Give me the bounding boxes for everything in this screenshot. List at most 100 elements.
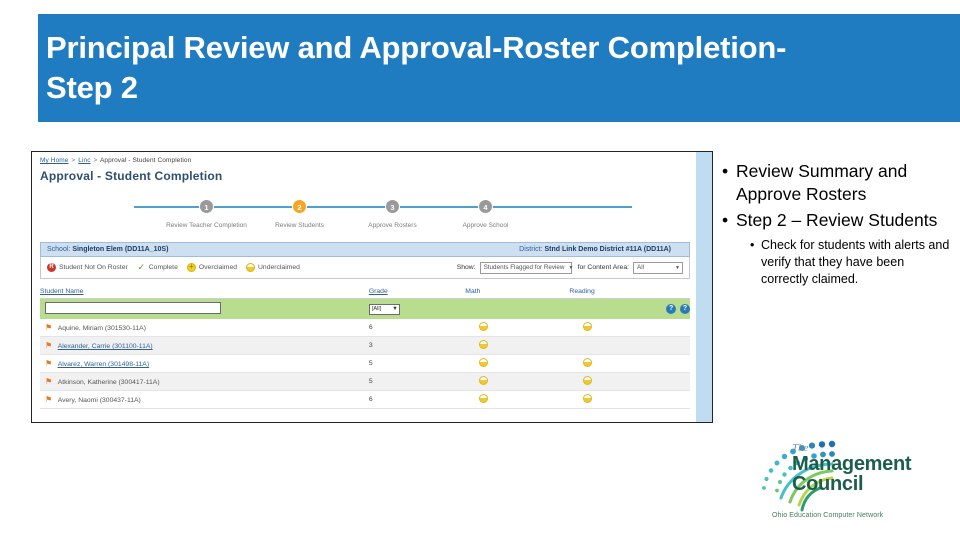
legend-and-filter-bar: R Student Not On Roster ✓ Complete Overc…: [40, 257, 690, 279]
flag-icon: ⚑: [45, 341, 53, 350]
app-screenshot-panel: My Home > Linc > Approval - Student Comp…: [31, 151, 713, 423]
show-dropdown-value: Students Flagged for Review: [483, 264, 565, 271]
check-icon: ✓: [137, 262, 146, 272]
grade-filter-dropdown[interactable]: [All] ▼: [368, 303, 400, 315]
flag-icon: ⚑: [45, 359, 53, 368]
legend-item-complete: ✓ Complete: [137, 262, 177, 272]
student-name[interactable]: Alexander, Carrie (301100-11A): [57, 343, 153, 350]
show-dropdown[interactable]: Students Flagged for Review ▼: [479, 261, 573, 274]
math-filter-cell: [465, 298, 570, 319]
bullet-text: Review Summary and Approve Rosters: [736, 161, 908, 205]
step-number-badge: 1: [199, 199, 214, 214]
bullet-marker: •: [722, 210, 729, 231]
district-info: District: Stnd Link Demo District #11A (…: [519, 246, 683, 253]
student-name[interactable]: Alvarez, Warren (301498-11A): [57, 361, 150, 368]
bullet-level1-item: • Review Summary and Approve Rosters: [722, 160, 950, 206]
grade-filter-cell: [All] ▼: [368, 298, 466, 319]
content-area-dropdown-value: All: [637, 264, 644, 271]
underclaimed-icon: [479, 394, 489, 403]
help-icons-cell: ? ?: [569, 298, 690, 319]
column-header-student-name[interactable]: Student Name: [40, 286, 369, 299]
student-name: Avery, Naomi (300437-11A): [57, 397, 141, 404]
student-name-cell: ⚑ Avery, Naomi (300437-11A): [40, 390, 369, 409]
reading-status-cell: [569, 319, 690, 337]
flag-icon: ⚑: [45, 377, 53, 386]
bullet-level2-item: • Check for students with alerts and ver…: [750, 237, 950, 287]
student-name-cell: ⚑ Alvarez, Warren (301498-11A): [40, 354, 369, 373]
grade-cell: 5: [368, 372, 466, 391]
breadcrumb-linc[interactable]: Linc: [78, 157, 91, 164]
underclaimed-icon: [479, 322, 489, 331]
student-name-search-input[interactable]: [45, 302, 221, 314]
underclaimed-icon: [583, 358, 593, 367]
column-header-grade[interactable]: Grade: [368, 286, 466, 299]
help-icon-1[interactable]: ?: [666, 304, 677, 314]
column-header-math[interactable]: Math: [465, 286, 570, 299]
grade-cell: 5: [368, 354, 466, 373]
stepper-connector-line: [134, 206, 632, 208]
not-on-roster-icon: R: [47, 263, 56, 272]
overclaimed-icon: [186, 262, 196, 272]
math-status-cell: [465, 390, 570, 409]
district-label: District:: [519, 246, 543, 253]
step-number-badge: 3: [385, 199, 400, 214]
stepper-step-3[interactable]: 3 Approve Rosters: [346, 196, 439, 229]
app-content: My Home > Linc > Approval - Student Comp…: [32, 152, 696, 422]
logo-swirl-icon: [762, 440, 836, 512]
legend-item-underclaimed: Underclaimed: [246, 263, 300, 272]
table-row[interactable]: ⚑ Aquine, Miriam (301530-11A) 6: [40, 319, 690, 337]
step-number-badge: 4: [478, 199, 493, 214]
filter-controls: Show: Students Flagged for Review ▼ for …: [456, 261, 683, 274]
stepper-step-2[interactable]: 2 Review Students: [253, 196, 346, 229]
school-info: School: Singleton Elem (DD11A_10S): [47, 246, 168, 253]
show-label: Show:: [456, 264, 476, 271]
bullet-level1-item: • Step 2 – Review Students: [722, 209, 950, 232]
help-icon-2[interactable]: ?: [680, 304, 690, 314]
stepper-step-4[interactable]: 4 Approve School: [439, 196, 532, 229]
table-header-row: Student Name Grade Math Reading: [40, 286, 690, 299]
step-label: Review Teacher Completion: [166, 222, 247, 229]
app-page-heading: Approval - Student Completion: [40, 169, 223, 183]
breadcrumb-home[interactable]: My Home: [40, 157, 69, 164]
bullet-list: • Review Summary and Approve Rosters • S…: [722, 160, 950, 287]
underclaimed-icon: [479, 340, 489, 349]
page-title: Principal Review and Approval-Roster Com…: [46, 30, 787, 105]
table-row[interactable]: ⚑ Atkinson, Katherine (300417-11A) 5: [40, 372, 690, 391]
step-label: Approve School: [462, 222, 509, 229]
vertical-scrollbar[interactable]: [696, 152, 712, 422]
content-area-dropdown[interactable]: All ▼: [633, 261, 683, 274]
logo-council-text: Council: [792, 473, 864, 495]
table-filter-row: [All] ▼ ? ?: [40, 298, 690, 319]
legend-label: Overclaimed: [198, 264, 238, 271]
math-status-cell: [465, 319, 570, 337]
school-value: Singleton Elem (DD11A_10S): [72, 246, 169, 253]
legend-item-not-on-roster: R Student Not On Roster: [47, 263, 128, 272]
breadcrumb-separator-2: >: [93, 157, 98, 164]
math-status-cell: [465, 354, 570, 373]
school-label: School:: [47, 246, 71, 253]
reading-status-cell: [569, 372, 690, 391]
stepper-step-1[interactable]: 1 Review Teacher Completion: [160, 196, 253, 229]
column-header-reading[interactable]: Reading: [569, 286, 690, 299]
math-status-cell: [465, 372, 570, 391]
logo-tagline: Ohio Education Computer Network: [772, 512, 884, 519]
district-value: Stnd Link Demo District #11A (DD11A): [544, 246, 671, 253]
name-filter-cell: [40, 298, 369, 319]
table-row[interactable]: ⚑ Avery, Naomi (300437-11A) 6: [40, 390, 690, 409]
management-council-logo: The Management Council Ohio Education Co…: [736, 432, 936, 532]
chevron-down-icon: ▼: [675, 264, 680, 271]
stepper: 1 Review Teacher Completion 2 Review Stu…: [40, 196, 690, 240]
student-name-cell: ⚑ Aquine, Miriam (301530-11A): [40, 319, 369, 337]
table-row[interactable]: ⚑ Alexander, Carrie (301100-11A) 3: [40, 336, 690, 355]
legend-label: Student Not On Roster: [59, 264, 128, 271]
reading-status-cell: [569, 354, 690, 373]
bullet-marker: •: [722, 161, 729, 181]
step-number-badge: 2: [292, 199, 307, 214]
underclaimed-icon: [583, 322, 593, 331]
breadcrumb-current: Approval - Student Completion: [99, 157, 192, 164]
underclaimed-icon: [479, 358, 489, 367]
table-row[interactable]: ⚑ Alvarez, Warren (301498-11A) 5: [40, 354, 690, 373]
flag-icon: ⚑: [45, 395, 53, 404]
underclaimed-icon: [479, 376, 489, 385]
